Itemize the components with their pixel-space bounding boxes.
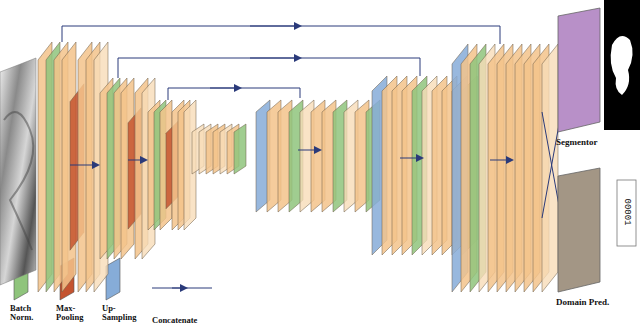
flow-arrow	[490, 160, 512, 161]
legend-line-sample	[152, 288, 212, 289]
legend-text: Max-Pooling	[56, 304, 98, 323]
prediction-vector	[617, 180, 636, 246]
flow-arrow	[70, 165, 98, 166]
head-panel-shape	[558, 168, 600, 292]
mask-image	[604, 0, 640, 130]
skip-connection	[118, 58, 420, 78]
input-image	[0, 58, 36, 285]
head-panel	[556, 166, 602, 294]
output-head: Domain Pred.	[556, 166, 612, 307]
feature-slab	[234, 124, 246, 174]
legend-text: Batch Norm.	[10, 304, 52, 323]
input-texture	[4, 112, 33, 250]
skip-arrow	[250, 58, 300, 59]
mask-blob	[611, 36, 633, 95]
feature-slab	[542, 44, 558, 292]
skip-arrow	[210, 88, 240, 89]
head-panel	[556, 6, 602, 134]
prediction-digits: 00001	[622, 196, 632, 228]
legend-text: Up-Sampling	[102, 304, 144, 323]
legend-arrow-sample	[172, 288, 186, 289]
head-panel-shape	[558, 8, 600, 132]
head-label: Domain Pred.	[556, 297, 612, 307]
head-label: Segmentor	[556, 137, 604, 147]
skip-arrow	[250, 26, 300, 27]
skip-connection	[168, 88, 300, 100]
flow-arrow	[400, 158, 422, 159]
feature-maps	[38, 42, 558, 292]
flow-arrow	[128, 160, 146, 161]
flow-arrow	[298, 150, 320, 151]
output-head: Segmentor	[556, 6, 604, 147]
legend-text: Concatenate	[152, 316, 197, 325]
skip-connection	[62, 26, 500, 44]
